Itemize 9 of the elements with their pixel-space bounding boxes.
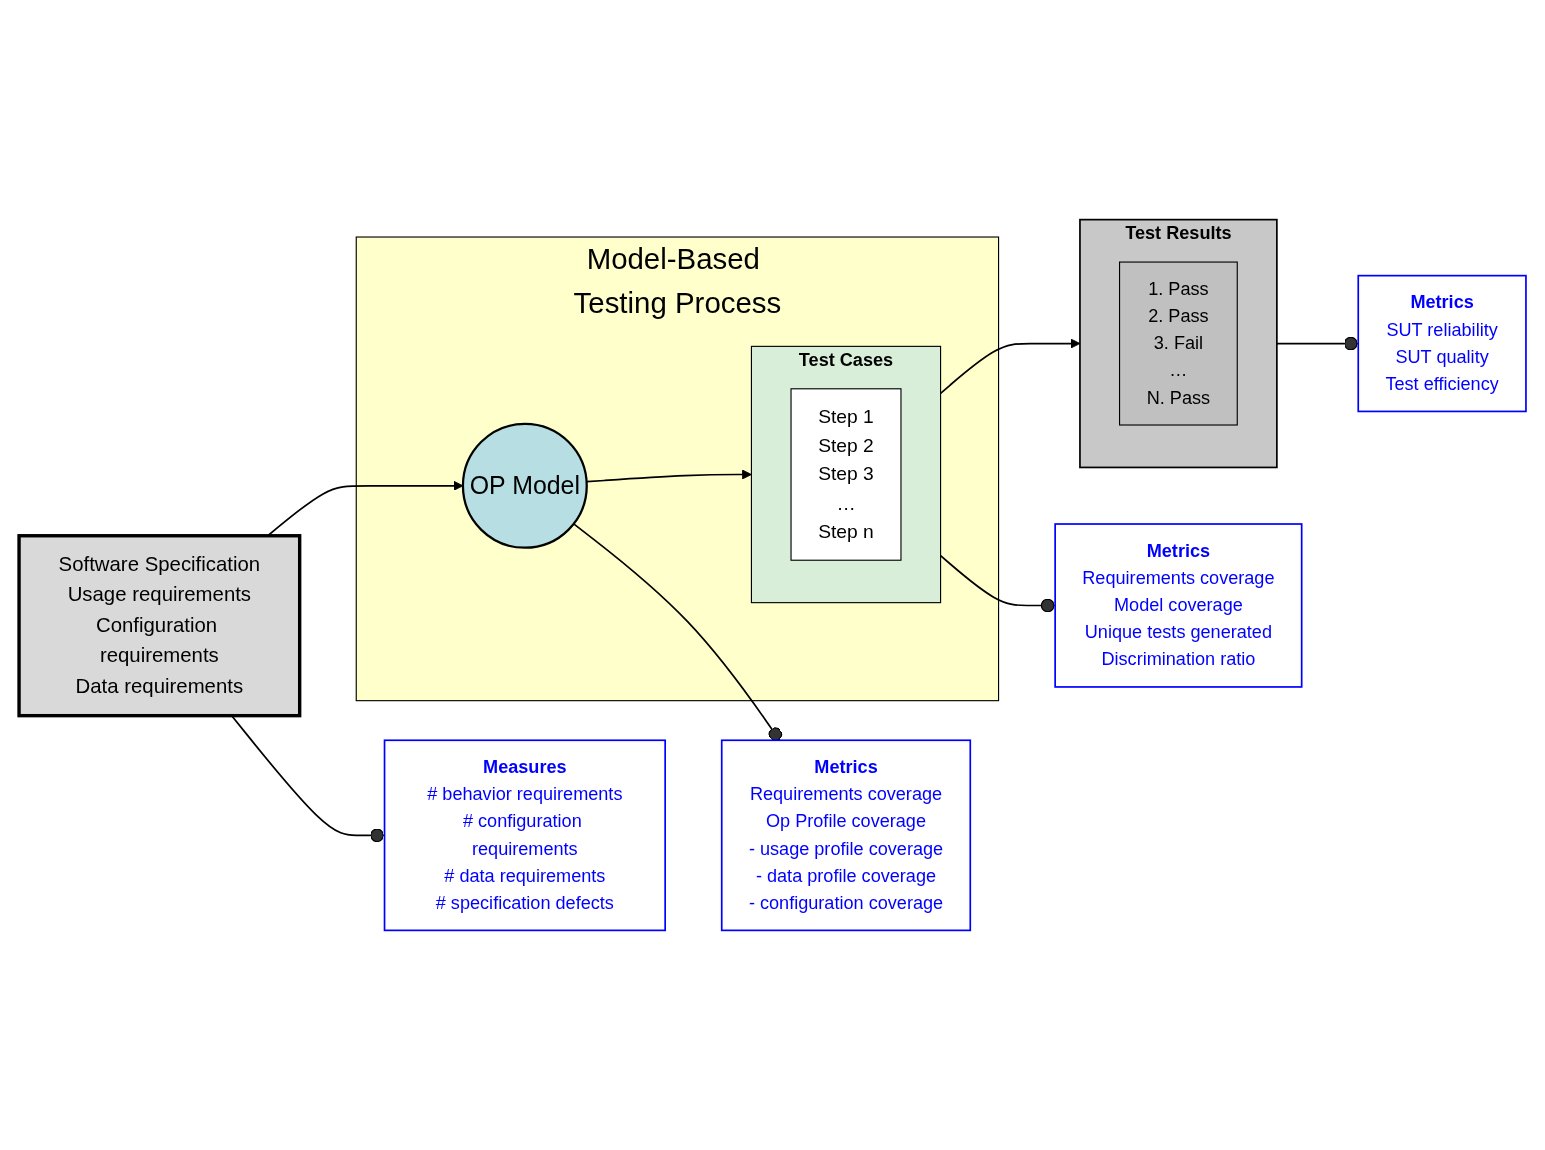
node-box: Metrics Requirements coverage Model coverage Unique tests generated Discrimination ratio: [1054, 523, 1303, 688]
node-box: Measures # behavior requirements # configuration requirements # data requirements # specification defects: [383, 739, 666, 932]
connector: [572, 522, 783, 742]
node-box: 1. Pass 2. Pass 3. Fail … N. Pass: [1119, 261, 1238, 426]
node-box: Metrics SUT reliability SUT quality Test efficiency: [1357, 274, 1527, 413]
node-box: Step 1 Step 2 Step 3 … Step n: [790, 388, 902, 561]
node-circle: OP Model: [461, 422, 588, 549]
node-box: Metrics Requirements coverage Op Profile coverage - usage profile coverage - data profile coverage - configuration coverage: [720, 739, 972, 932]
node-box: Software Specification Usage requirements Configuration requirements Data requirements: [17, 534, 302, 718]
